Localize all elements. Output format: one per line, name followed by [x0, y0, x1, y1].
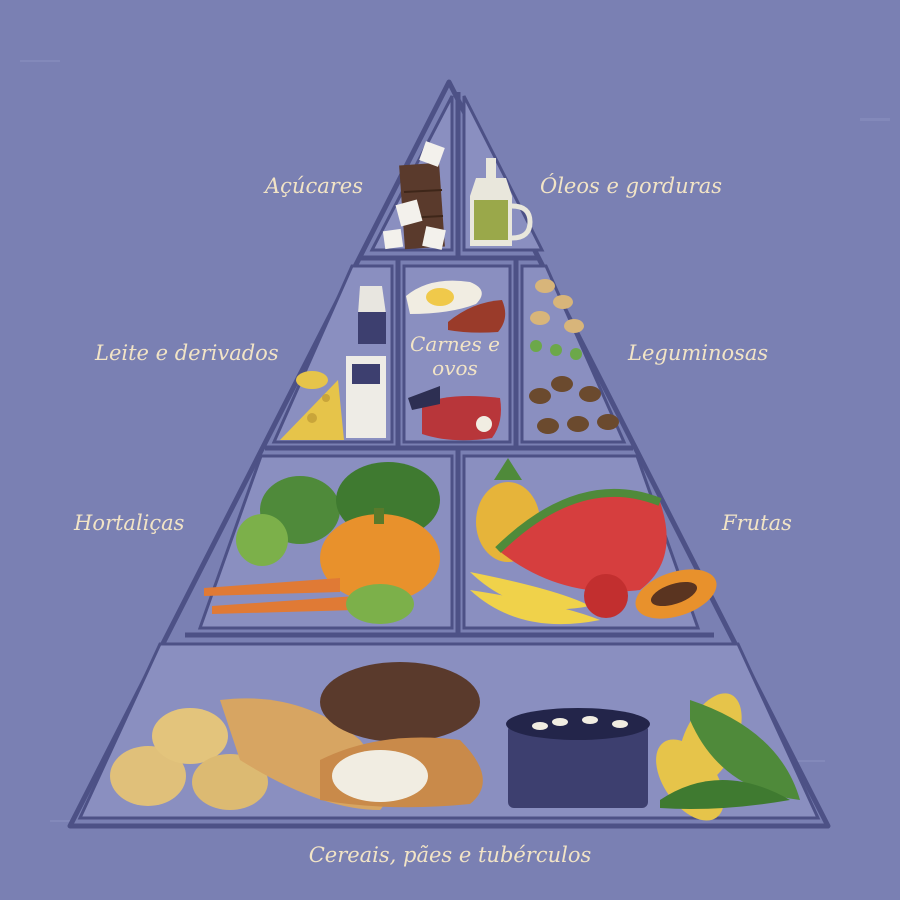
label-oleos-e-gorduras: Óleos e gorduras	[540, 174, 722, 198]
pyramid-frame	[67, 79, 831, 829]
bread-grains-icon	[110, 662, 800, 821]
label-hortalicas: Hortaliças	[74, 511, 185, 535]
fruits-icon	[470, 458, 717, 625]
oil-bottle-icon	[470, 158, 533, 246]
dairy-icon	[280, 286, 386, 440]
sugar-chocolate-icon	[382, 141, 446, 250]
vegetables-icon	[204, 462, 440, 624]
label-leite-e-derivados: Leite e derivados	[95, 341, 279, 365]
label-leguminosas: Leguminosas	[628, 341, 769, 365]
meat-eggs-icon	[406, 280, 506, 441]
label-acucares: Açúcares	[265, 174, 363, 198]
beans-icon	[529, 279, 619, 434]
background-texture	[20, 60, 890, 822]
label-frutas: Frutas	[722, 511, 792, 535]
label-cereais-paes-e-tuberculos: Cereais, pães e tubérculos	[308, 843, 592, 867]
label-carnes-e-ovos: Carnes e ovos	[410, 332, 500, 380]
